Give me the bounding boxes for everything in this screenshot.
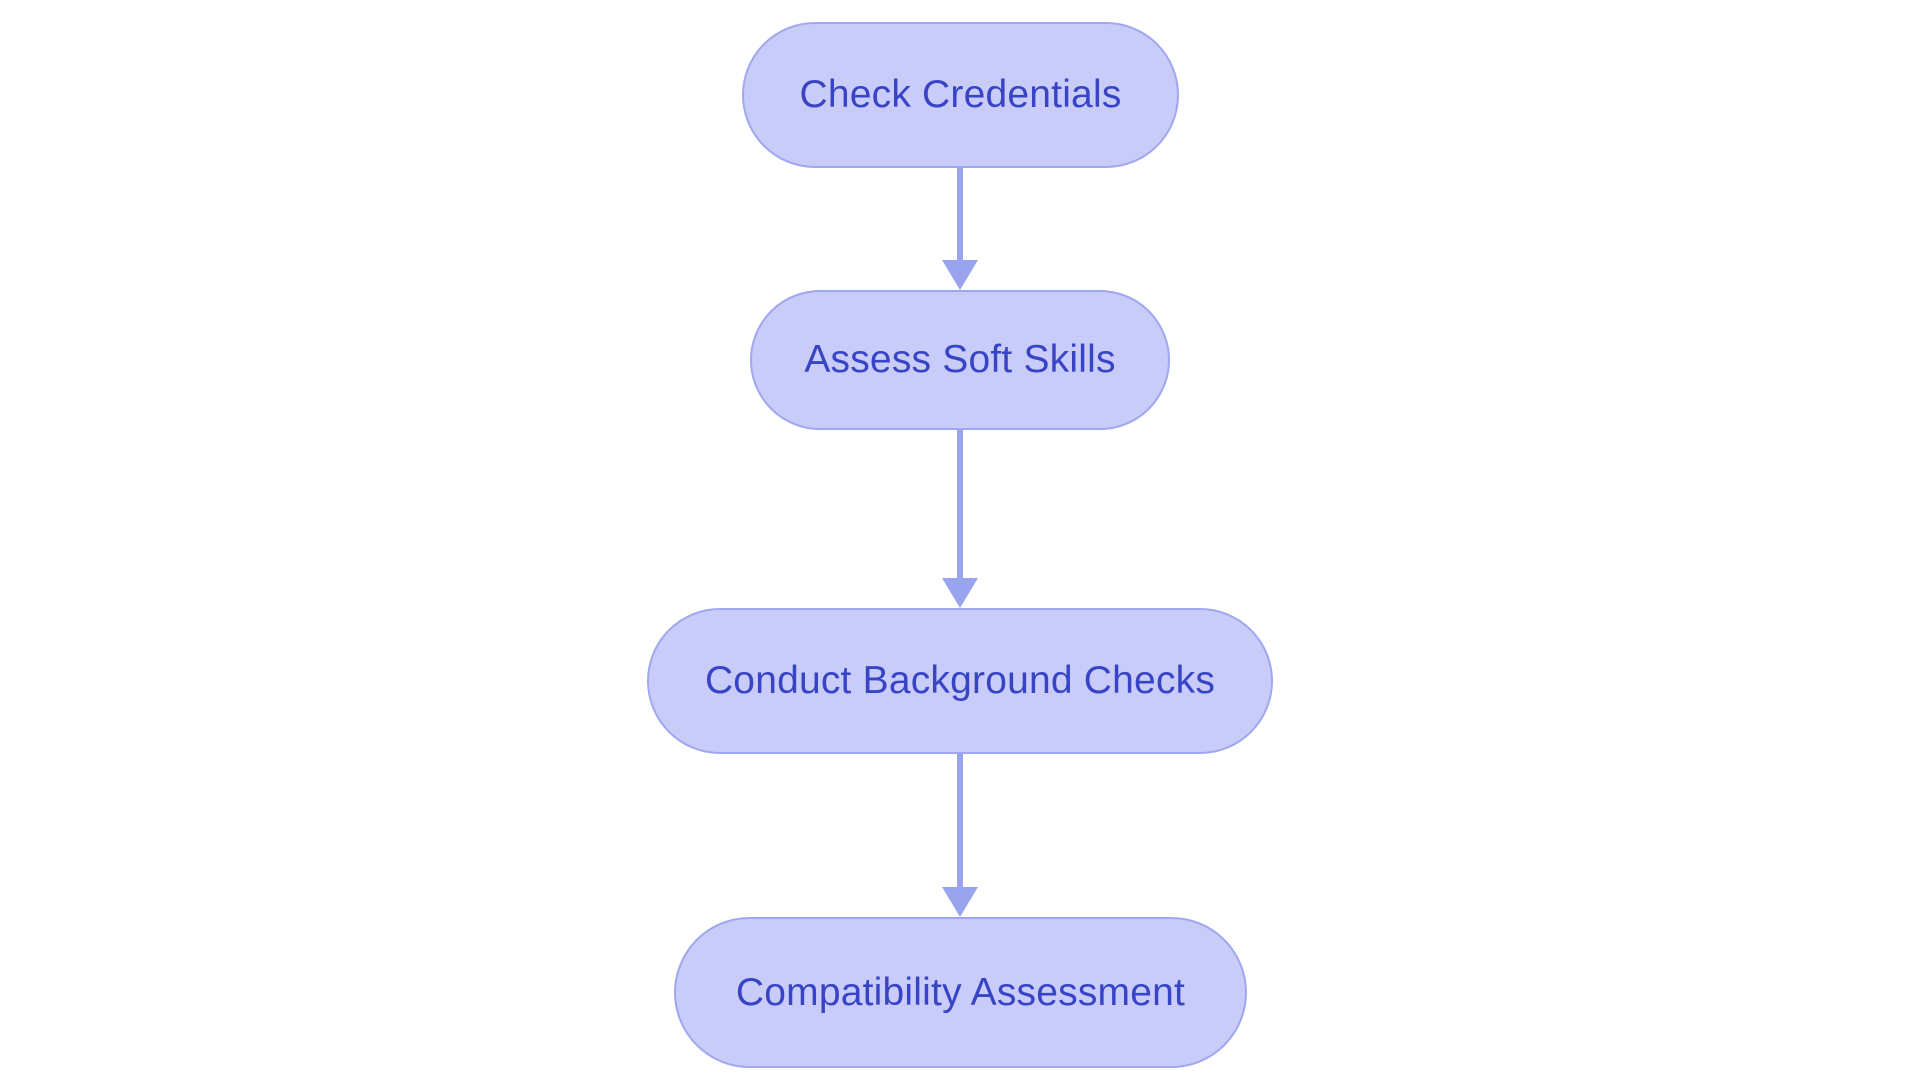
flow-node-compatibility-assessment: Compatibility Assessment — [674, 917, 1247, 1068]
flow-node-conduct-background-checks: Conduct Background Checks — [647, 608, 1273, 754]
flow-node-label: Assess Soft Skills — [804, 338, 1116, 381]
arrowhead-down-icon — [942, 578, 978, 608]
flow-node-label: Compatibility Assessment — [735, 970, 1186, 1014]
flow-node-label: Conduct Background Checks — [704, 659, 1216, 702]
arrowhead-down-icon — [942, 260, 978, 290]
flow-node-assess-soft-skills: Assess Soft Skills — [750, 290, 1170, 430]
arrowhead-down-icon — [942, 887, 978, 917]
flow-node-label: Check Credentials — [799, 73, 1122, 116]
connector-line-1 — [957, 167, 963, 260]
flow-node-check-credentials: Check Credentials — [742, 22, 1179, 168]
connector-line-3 — [957, 754, 963, 887]
connector-line-2 — [957, 430, 963, 578]
